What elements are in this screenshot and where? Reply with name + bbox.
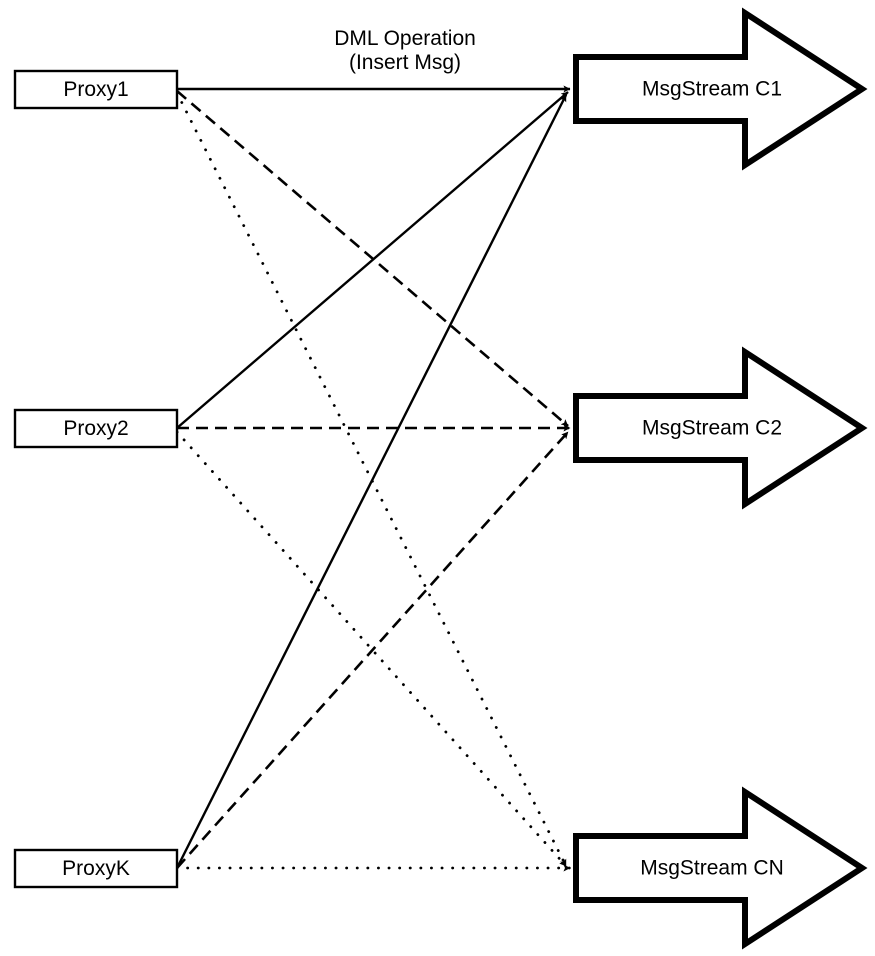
msgstream-c1-label: MsgStream C1 [642, 78, 782, 101]
edge-label-dml-operation: DML Operation (Insert Msg) [334, 27, 476, 74]
proxy2-label: Proxy2 [63, 417, 128, 440]
proxyk-box[interactable] [13, 848, 179, 889]
edge-proxyk-to-msgstream-c2[interactable] [176, 431, 569, 869]
msgstream-c2-label: MsgStream C2 [642, 417, 782, 440]
proxyk-label: ProxyK [62, 857, 130, 880]
proxy-node-proxyk[interactable]: ProxyK [13, 848, 179, 889]
msgstream-c2-arrow-shape[interactable] [573, 346, 868, 510]
msgstream-cn-label: MsgStream CN [640, 857, 784, 880]
msgstream-c1-arrow-shape[interactable] [573, 7, 868, 171]
edge-proxyk-to-msgstream-c1[interactable] [175, 94, 568, 869]
edge-group-proxy2 [175, 91, 571, 868]
proxy2-box[interactable] [13, 408, 179, 449]
edge-label-line-1: DML Operation [334, 27, 476, 50]
edge-label-line-2: (Insert Msg) [349, 51, 461, 74]
proxy1-label: Proxy1 [63, 78, 128, 101]
edge-group-proxyk [175, 94, 572, 872]
edge-proxy2-to-msgstream-cn[interactable] [175, 430, 568, 868]
proxy-node-proxy2[interactable]: Proxy2 [13, 408, 179, 449]
msgstream-node-c2[interactable]: MsgStream C2 [573, 346, 868, 510]
proxy-node-proxy1[interactable]: Proxy1 [13, 69, 179, 110]
msgstream-node-c1[interactable]: MsgStream C1 [573, 7, 868, 171]
msgstream-node-cn[interactable]: MsgStream CN [573, 786, 868, 950]
edge-proxy2-to-msgstream-c1[interactable] [176, 91, 569, 429]
edge-proxy1-to-msgstream-cn[interactable] [175, 91, 568, 868]
msgstream-cn-arrow-shape[interactable] [573, 786, 868, 950]
proxy1-box[interactable] [13, 69, 179, 110]
